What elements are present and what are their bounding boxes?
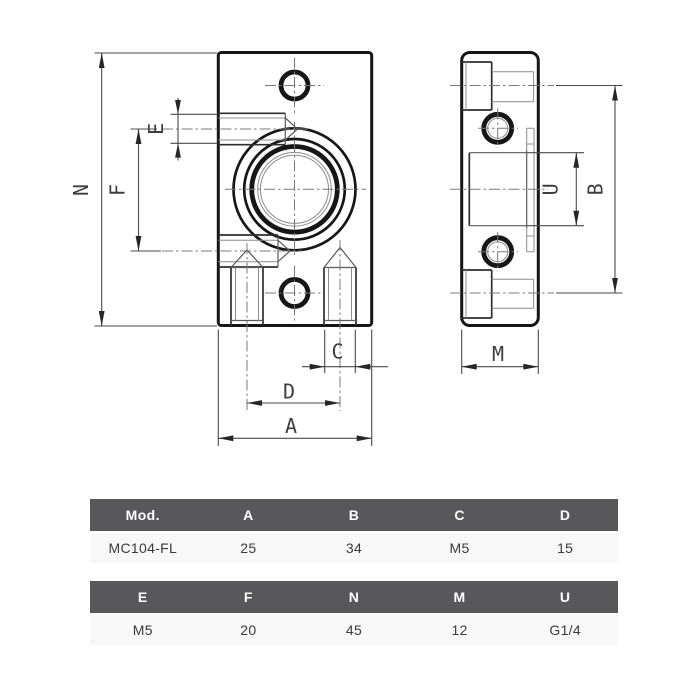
left-stud-hole (230, 243, 264, 411)
dimension-N: N (69, 52, 217, 327)
side-port-hole-top (478, 108, 518, 148)
table-header-cell: U (559, 589, 571, 605)
lower-side-port (162, 234, 302, 268)
dim-label-M: M (492, 342, 504, 366)
table-header-cell: C (454, 507, 465, 523)
bottom-counterbore-section (450, 269, 554, 319)
table-header-cell: B (348, 507, 360, 523)
table-data-row: M5 20 45 12 G1/4 (90, 615, 618, 645)
dim-label-N: N (69, 184, 93, 196)
table-header-cell: D (559, 507, 571, 523)
dim-label-A: A (285, 414, 297, 438)
side-view (450, 51, 554, 327)
table-data-row: MC104-FL 25 34 M5 15 (90, 533, 618, 563)
dimension-M: M (461, 329, 539, 374)
front-view-outline (216, 51, 374, 327)
table-header-cell: M (453, 589, 466, 605)
dim-label-C: C (331, 340, 343, 364)
dimension-A: A (217, 329, 373, 446)
table-data-cell: M5 (449, 540, 470, 556)
bottom-mounting-hole (265, 265, 324, 321)
table-header-cell: N (348, 589, 360, 605)
table-data-cell: 20 (240, 622, 257, 638)
dim-label-D: D (283, 380, 295, 404)
dim-label-E: E (144, 123, 168, 135)
table-data-cell: 25 (240, 540, 257, 556)
table-data-cell: G1/4 (549, 622, 581, 638)
dim-label-F: F (106, 184, 130, 196)
table-data-cell: M5 (132, 622, 153, 638)
table-data-cell: 12 (451, 622, 468, 638)
right-stud-hole (323, 240, 357, 411)
dimension-C: C (302, 329, 388, 373)
central-port-section (450, 127, 548, 253)
spec-table-efnmu: E F N M U M5 20 45 12 G1/4 (90, 581, 618, 645)
main-threaded-port (225, 121, 366, 258)
table-data-cell: 34 (345, 540, 363, 556)
table-data-cell: MC104-FL (108, 540, 178, 556)
technical-drawing: N F E A D (69, 51, 623, 446)
table-data-cell: 15 (557, 540, 574, 556)
table-header-row: Mod. A B C D (90, 499, 618, 531)
table-header-cell: E (137, 589, 148, 605)
spec-table-abcd: Mod. A B C D MC104-FL 25 34 M5 15 (90, 499, 618, 563)
table-header-cell: Mod. (125, 507, 160, 523)
table-data-cell: 45 (345, 622, 363, 638)
dimension-F: F (106, 128, 161, 252)
top-mounting-hole (265, 57, 324, 113)
table-header-cell: F (243, 589, 253, 605)
dim-label-B: B (584, 183, 608, 195)
upper-side-port (162, 112, 308, 146)
dimension-E: E (144, 98, 218, 161)
dimension-U: U (528, 152, 584, 227)
table-header-cell: A (243, 507, 254, 523)
dim-label-U: U (539, 183, 563, 195)
dimension-B: B (556, 84, 623, 294)
side-port-hole-bottom (478, 232, 518, 272)
top-counterbore-section (450, 61, 554, 111)
dimension-D: D (247, 380, 340, 406)
front-view (162, 51, 374, 411)
